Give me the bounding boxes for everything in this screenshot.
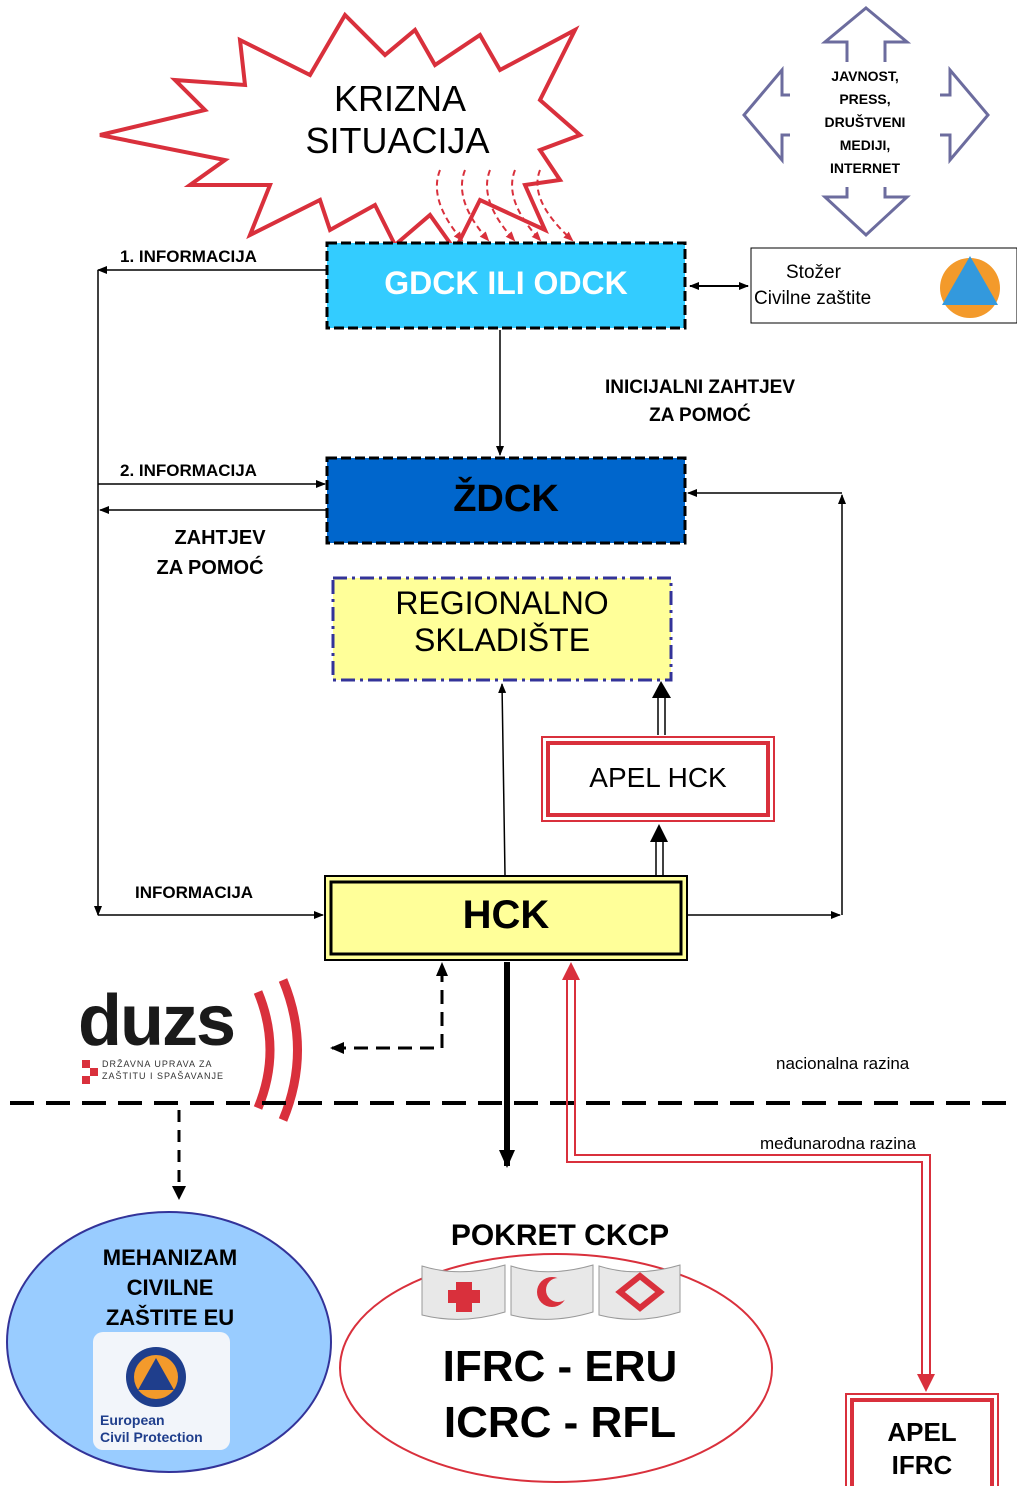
zdck-label: ŽDCK bbox=[453, 478, 559, 520]
hck-to-warehouse-arrow bbox=[498, 683, 507, 876]
civil-protection-triangle-icon bbox=[942, 256, 998, 305]
info1-label: 1. INFORMACIJA bbox=[120, 247, 257, 266]
duzs-flag-red2-icon bbox=[90, 1068, 98, 1076]
eu-text-line2: CIVILNE bbox=[126, 1275, 214, 1300]
eu-text-line1: MEHANIZAM bbox=[102, 1245, 238, 1270]
apel-hck-inner-box bbox=[546, 741, 770, 817]
crisis-starburst bbox=[99, 11, 584, 254]
crisis-text-line1: KRIZNA bbox=[333, 78, 466, 119]
eu-text-line3: ZAŠTITE EU bbox=[105, 1305, 235, 1330]
hck-label: HCK bbox=[462, 893, 550, 937]
duzs-subtitle-line2: ZAŠTITU I SPAŠAVANJE bbox=[102, 1071, 225, 1081]
help-request-line2: ZA POMOĆ bbox=[156, 557, 264, 579]
eu-logo-triangle-icon bbox=[138, 1358, 174, 1390]
hck-red-arrowhead-up-icon bbox=[562, 962, 580, 980]
warehouse-box bbox=[331, 576, 673, 682]
hck-outer-box bbox=[324, 875, 688, 961]
crisis-text-line2: SITUACIJA bbox=[305, 120, 490, 161]
ifrc-red-arrowhead-down-icon bbox=[917, 1374, 935, 1392]
international-level-label: međunarodna razina bbox=[760, 1134, 916, 1153]
movement-line2: ICRC - RFL bbox=[443, 1398, 677, 1447]
duzs-to-eu-arrowhead bbox=[172, 1186, 186, 1200]
movement-title: POKRET CKCP bbox=[450, 1219, 670, 1252]
red-cross-flag-icon bbox=[421, 1264, 506, 1320]
duzs-wave-2-icon bbox=[278, 978, 302, 1122]
eu-logo-text-line2: Civil Protection bbox=[100, 1429, 203, 1445]
hck-inner-box bbox=[329, 880, 683, 956]
crisis-impact-arrows bbox=[435, 169, 574, 242]
apel-hck-label: APEL HCK bbox=[589, 762, 727, 793]
duzs-wave-1-icon bbox=[253, 990, 275, 1110]
duzs-flag-red3-icon bbox=[82, 1076, 90, 1084]
duzs-arrowhead-up-icon bbox=[436, 962, 448, 976]
public-text-line1: JAVNOST, bbox=[831, 68, 899, 84]
hck-to-apel-arrowhead bbox=[650, 824, 668, 842]
national-level-label: nacionalna razina bbox=[776, 1054, 910, 1073]
red-crescent-flag-icon bbox=[510, 1264, 594, 1320]
info2-label: 2. INFORMACIJA bbox=[120, 461, 257, 480]
duzs-logo-text: duzs bbox=[78, 981, 236, 1061]
gdck-label: GDCK ILI ODCK bbox=[384, 265, 628, 301]
public-text-line4: MEDIJI, bbox=[839, 137, 891, 153]
movement-line1: IFRC - ERU bbox=[442, 1342, 678, 1391]
apel-to-warehouse-arrowhead bbox=[652, 681, 671, 698]
stozer-text-line1: Stožer bbox=[786, 262, 841, 283]
public-box bbox=[790, 62, 940, 187]
public-text-line2: PRESS, bbox=[839, 91, 891, 107]
duzs-hck-dashed-arrow bbox=[332, 965, 444, 1050]
apel-ifrc-line1: APEL bbox=[887, 1417, 957, 1447]
zdck-box bbox=[325, 456, 687, 545]
public-text-line5: INTERNET bbox=[830, 160, 900, 176]
info3-label: INFORMACIJA bbox=[135, 883, 254, 902]
initial-request-line1: INICIJALNI ZAHTJEV bbox=[604, 377, 796, 398]
red-crystal-flag-icon bbox=[598, 1264, 681, 1320]
duzs-arrowhead-left-icon bbox=[330, 1042, 344, 1054]
duzs-subtitle-line1: DRŽAVNA UPRAVA ZA bbox=[102, 1059, 213, 1069]
hck-to-ifrc-red-line-b bbox=[574, 972, 931, 1380]
gdck-box bbox=[325, 241, 687, 330]
duzs-flag-red-icon bbox=[82, 1060, 90, 1068]
apel-ifrc-line2: IFRC bbox=[891, 1450, 953, 1480]
warehouse-text-line2: SKLADIŠTE bbox=[413, 622, 591, 658]
stozer-text-line2: Civilne zaštite bbox=[754, 288, 872, 309]
hck-to-ifrc-red-line-a bbox=[566, 972, 923, 1380]
help-request-line1: ZAHTJEV bbox=[174, 527, 266, 549]
apel-ifrc-inner-box bbox=[850, 1398, 994, 1486]
public-text-line3: DRUŠTVENI bbox=[824, 114, 906, 130]
warehouse-text-line1: REGIONALNO bbox=[395, 585, 609, 621]
initial-request-line2: ZA POMOĆ bbox=[649, 405, 751, 426]
eu-logo-text-line1: European bbox=[100, 1412, 165, 1428]
